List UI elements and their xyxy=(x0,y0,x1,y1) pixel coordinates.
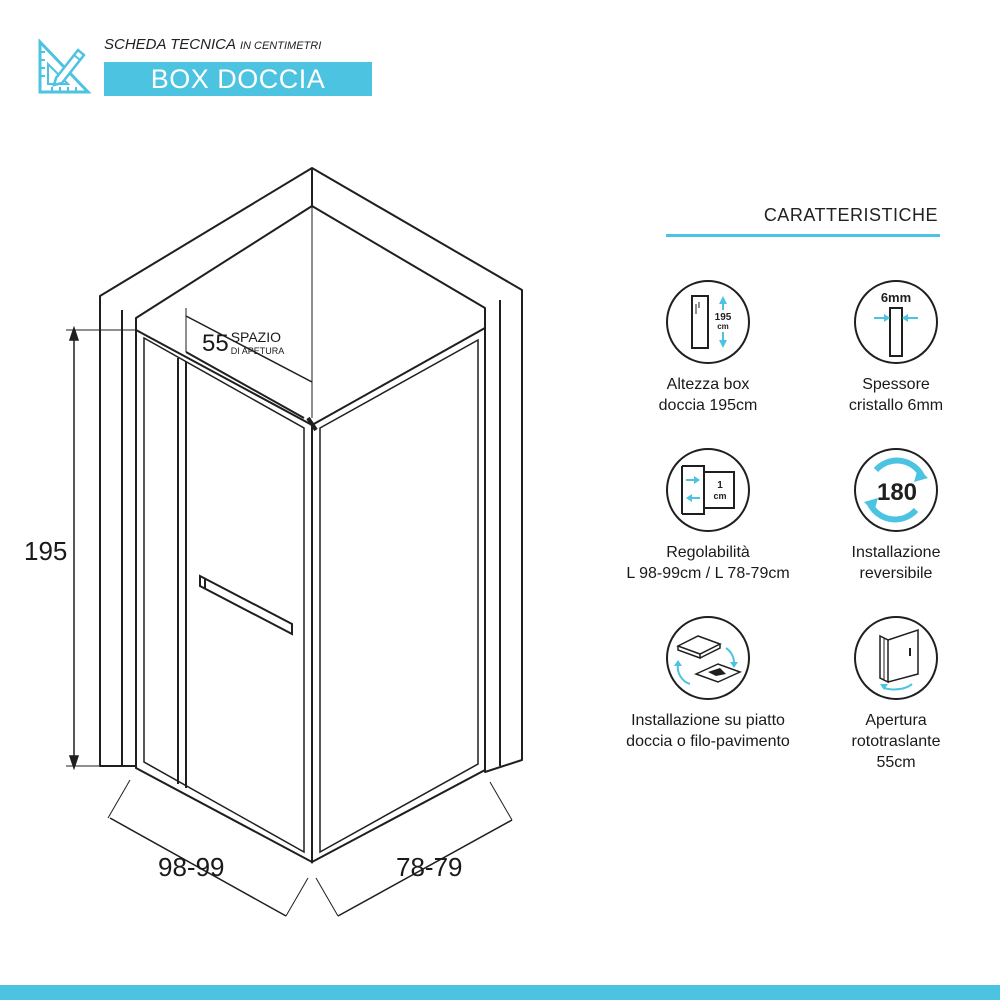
rotate-icon-text: 180 xyxy=(877,479,917,506)
adjustability-icon: 1 cm xyxy=(666,448,750,532)
ruler-pencil-icon xyxy=(38,38,92,94)
feature-thickness-label: Spessore cristallo 6mm xyxy=(786,374,1000,416)
depth-dimension-label: 78-79 xyxy=(396,852,463,882)
feature-adjustability: 1 cm Regolabilità L 98-99cm / L 78-79cm xyxy=(598,448,818,584)
feature-line: doccia o filo-pavimento xyxy=(626,733,790,750)
feature-line: Spessore xyxy=(862,376,930,393)
page-title: BOX DOCCIA xyxy=(104,62,372,96)
height-195-icon: 195 cm xyxy=(666,280,750,364)
pivot-door-icon xyxy=(854,616,938,700)
feature-line: 55cm xyxy=(876,754,916,771)
feature-line: doccia 195cm xyxy=(658,397,758,414)
opening-value: 55 xyxy=(202,330,229,357)
front-panel xyxy=(135,328,313,864)
height-icon-unit: cm xyxy=(717,322,729,331)
adjust-icon-unit: cm xyxy=(713,491,726,501)
feature-line: L 98-99cm / L 78-79cm xyxy=(626,565,790,582)
feature-reversible: 180 Installazione reversibile xyxy=(786,448,1000,584)
feature-adjustability-label: Regolabilità L 98-99cm / L 78-79cm xyxy=(598,542,818,584)
glass-thickness-icon: 6mm xyxy=(854,280,938,364)
feature-line: rototraslante xyxy=(851,733,941,750)
height-icon-text: 195 xyxy=(715,312,732,323)
feature-height: 195 cm Altezza box doccia 195cm xyxy=(598,280,818,416)
feature-tray-label: Installazione su piatto doccia o filo-pa… xyxy=(598,710,818,752)
feature-line: Apertura xyxy=(865,712,927,729)
side-panel xyxy=(306,326,486,864)
features-divider xyxy=(666,234,940,237)
feature-thickness: 6mm Spessore cristallo 6mm xyxy=(786,280,1000,416)
adjust-icon-text: 1 xyxy=(717,480,723,491)
feature-line: Regolabilità xyxy=(666,544,750,561)
feature-pivot: Apertura rototraslante 55cm xyxy=(786,616,1000,773)
subtitle-main: SCHEDA TECNICA xyxy=(104,36,236,53)
feature-height-label: Altezza box doccia 195cm xyxy=(598,374,818,416)
feature-pivot-label: Apertura rototraslante 55cm xyxy=(786,710,1000,773)
height-dimension-label: 195 xyxy=(24,536,68,566)
feature-line: cristallo 6mm xyxy=(848,397,944,414)
feature-reversible-label: Installazione reversibile xyxy=(786,542,1000,584)
feature-tray: Installazione su piatto doccia o filo-pa… xyxy=(598,616,818,752)
wall-outline xyxy=(99,167,523,773)
rotate-180-icon: 180 xyxy=(854,448,938,532)
shower-tray-icon xyxy=(666,616,750,700)
opening-text-2: DI APETURA xyxy=(230,346,285,356)
feature-line: Installazione su piatto xyxy=(631,712,785,729)
bottom-accent-bar xyxy=(0,985,1000,1000)
subtitle-small: IN CENTIMETRI xyxy=(239,40,322,52)
width-dimension-label: 98-99 xyxy=(158,852,225,882)
feature-line: reversibile xyxy=(859,565,933,582)
thickness-icon-text: 6mm xyxy=(881,290,911,305)
feature-line: Altezza box xyxy=(666,376,750,393)
features-title: CARATTERISTICHE xyxy=(763,205,938,225)
opening-text-1: SPAZIO xyxy=(230,329,282,345)
feature-line: Installazione xyxy=(851,544,941,561)
